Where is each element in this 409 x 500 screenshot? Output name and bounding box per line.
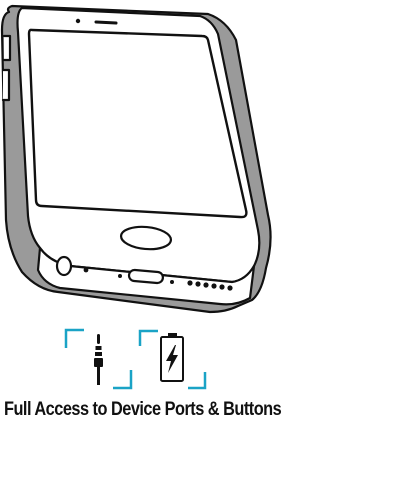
front-camera (75, 18, 81, 24)
side-button (2, 34, 12, 62)
headphone-port (55, 255, 73, 277)
lightning-port (127, 268, 165, 285)
home-button (119, 225, 173, 251)
earpiece (94, 20, 118, 25)
speaker-grille (187, 280, 233, 291)
side-button (1, 68, 11, 102)
corner-bracket (64, 328, 133, 390)
battery-charging-icon (138, 329, 207, 390)
audio-jack-icon (64, 328, 133, 390)
screw-hole (170, 280, 174, 284)
screw-hole (118, 274, 122, 278)
feature-caption: Full Access to Device Ports & Buttons (4, 399, 282, 420)
screen (27, 28, 248, 219)
microphone-hole (83, 267, 89, 273)
phone-in-case-illustration (0, 4, 272, 314)
corner-bracket (138, 329, 207, 390)
